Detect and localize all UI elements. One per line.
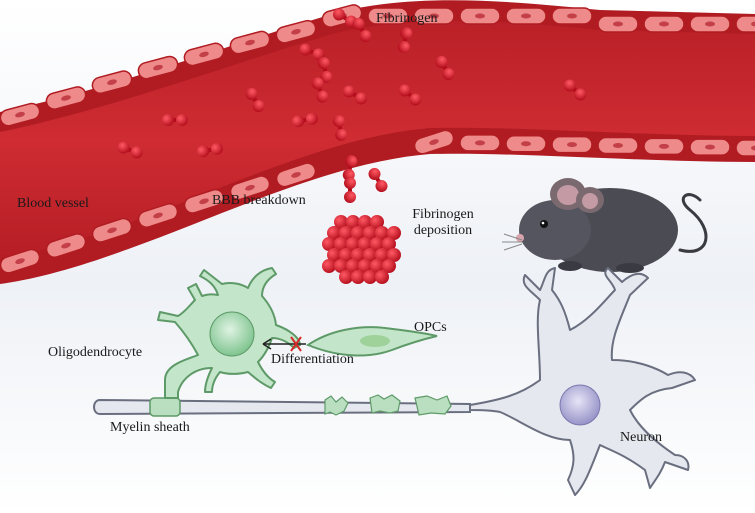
fibrinogen-molecule <box>332 115 348 141</box>
deposition-particle <box>351 270 365 284</box>
fibrinogen-molecule <box>397 27 413 53</box>
deposition-particle <box>327 226 341 240</box>
deposition-particle <box>363 226 377 240</box>
deposition-particle <box>346 259 360 273</box>
fibrinogen-molecule <box>299 43 325 61</box>
damaged-myelin <box>324 395 349 416</box>
deposition-particle <box>346 215 360 229</box>
endothelial-cell <box>735 139 755 157</box>
neuron-label: Neuron <box>620 430 662 445</box>
deposition-particle <box>358 215 372 229</box>
fibrinogen-molecule <box>117 141 143 159</box>
differentiation-arrow <box>262 336 306 352</box>
deposition-particle <box>370 259 384 273</box>
deposition-particle <box>387 226 401 240</box>
x-mark-icon <box>290 336 302 352</box>
deposition-particle <box>334 259 348 273</box>
fibrinogen-molecules <box>117 8 587 203</box>
deposition-particle <box>370 215 384 229</box>
endothelial-cell <box>735 15 755 33</box>
fibrinogen-molecule <box>162 114 188 126</box>
fibrinogen-molecule <box>368 167 388 193</box>
deposition-particle <box>322 237 336 251</box>
deposition-particle <box>334 215 348 229</box>
endothelial-cells <box>0 4 755 274</box>
deposition-particle <box>346 237 360 251</box>
fibrinogen-deposition-line1: Fibrinogen <box>412 207 474 222</box>
blood-vessel-label: Blood vessel <box>17 196 89 211</box>
deposition-particle <box>339 270 353 284</box>
blood-vessel <box>0 0 755 284</box>
fibrinogen-label: Fibrinogen <box>376 11 438 26</box>
neuron <box>93 267 696 496</box>
deposition-particle <box>339 226 353 240</box>
deposition-particle <box>327 248 341 262</box>
fibrinogen-deposition-cluster <box>322 215 401 284</box>
fibrinogen-molecule <box>342 85 368 105</box>
damaged-myelin <box>369 394 401 414</box>
opc-cell <box>305 326 438 357</box>
deposition-particle <box>382 237 396 251</box>
differentiation-label: Differentiation <box>271 352 354 367</box>
deposition-particle <box>375 270 389 284</box>
fibrinogen-molecule <box>317 57 333 83</box>
fibrinogen-molecule <box>245 87 265 113</box>
fibrinogen-molecule <box>563 79 587 101</box>
deposition-particle <box>334 237 348 251</box>
mouse-illustration <box>502 178 708 273</box>
opcs-label: OPCs <box>414 320 447 335</box>
deposition-particle <box>358 237 372 251</box>
deposition-particle <box>363 270 377 284</box>
fibrinogen-molecule <box>398 84 422 106</box>
fibrinogen-molecule <box>311 77 329 103</box>
deposition-particle <box>351 248 365 262</box>
deposition-particle <box>339 248 353 262</box>
fibrinogen-molecule <box>352 17 372 43</box>
fibrinogen-deposition-label: Fibrinogen deposition <box>404 207 482 239</box>
fibrinogen-molecule <box>292 112 318 128</box>
deposition-particle <box>387 248 401 262</box>
deposition-particle <box>375 248 389 262</box>
fibrinogen-molecule <box>435 55 455 81</box>
deposition-particle <box>351 226 365 240</box>
deposition-particle <box>382 259 396 273</box>
deposition-particle <box>375 226 389 240</box>
oligodendrocyte <box>157 267 301 399</box>
oligodendrocyte-label: Oligodendrocyte <box>48 345 143 360</box>
bbb-breakdown-label: BBB breakdown <box>212 193 306 208</box>
fibrinogen-molecule <box>197 142 223 158</box>
deposition-particle <box>363 248 377 262</box>
fibrinogen-deposition-line2: deposition <box>413 223 473 238</box>
myelin-sheath-label: Myelin sheath <box>110 420 190 435</box>
deposition-particle <box>370 237 384 251</box>
fibrinogen-molecule <box>344 177 356 203</box>
deposition-particle <box>322 259 336 273</box>
damaged-myelin <box>414 395 452 416</box>
deposition-particle <box>358 259 372 273</box>
myelin-segment <box>149 397 181 417</box>
